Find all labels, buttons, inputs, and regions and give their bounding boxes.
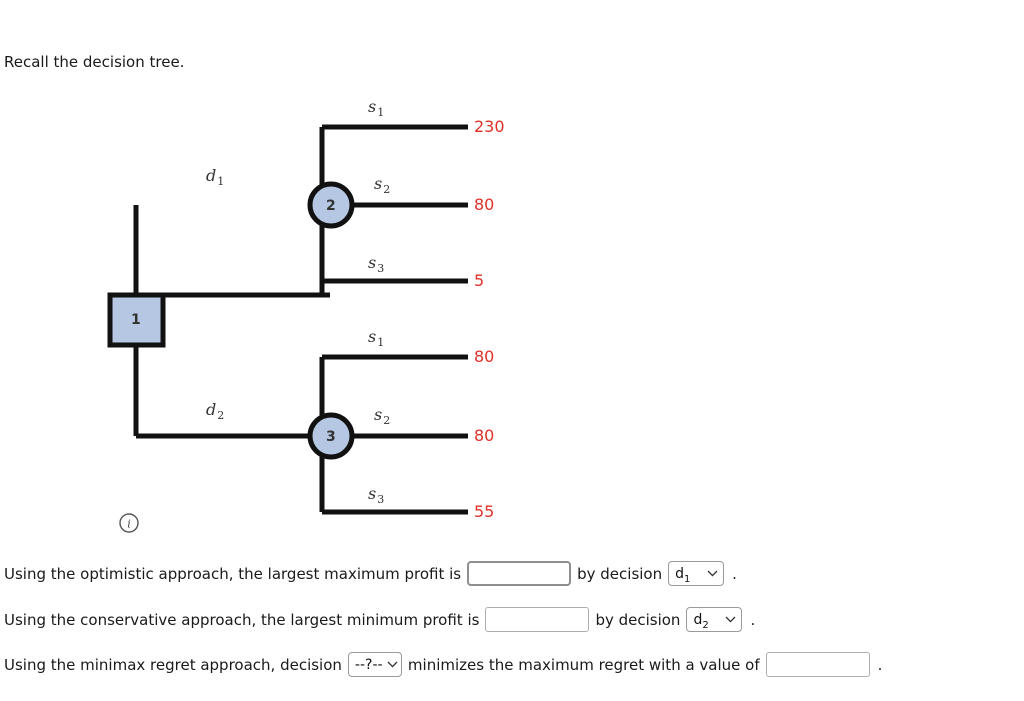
optimistic-decision-select-value: d1	[675, 565, 691, 585]
branch-label-s2-upper-sub: 2	[383, 183, 391, 196]
question-3-tail: .	[877, 655, 883, 674]
payoff-d1-s3: 5	[474, 271, 485, 290]
conservative-decision-select-value: d2	[693, 611, 709, 631]
question-row-conservative: Using the conservative approach, the lar…	[4, 607, 755, 632]
edge-d1	[133, 205, 310, 298]
branch-label-s2-lower-base: s	[374, 405, 383, 424]
branch-label-s2-lower: s2	[374, 405, 391, 427]
branch-label-s1-lower-base: s	[368, 327, 377, 346]
conservative-profit-input[interactable]	[485, 607, 590, 632]
info-icon-glyph: i	[127, 518, 131, 531]
page-intro-text: Recall the decision tree.	[4, 53, 185, 71]
branch-label-s2-upper-base: s	[374, 174, 383, 193]
chevron-down-icon	[725, 616, 736, 623]
question-2-mid: by decision	[595, 610, 681, 629]
question-row-minimax-regret: Using the minimax regret approach, decis…	[4, 652, 882, 677]
payoff-d2-s2: 80	[474, 426, 495, 445]
payoff-d1-s1: 230	[474, 117, 505, 136]
decision-tree-figure: 1 2 3 d1 d2 s1 s2 s3 s1 s2 s3 230 80 5 8…	[0, 85, 540, 540]
branch-label-s3-upper-base: s	[368, 253, 377, 272]
minimax-regret-value-input[interactable]	[765, 652, 870, 677]
branch-label-s1-upper-sub: 1	[377, 106, 385, 119]
branch-label-d1-sub: 1	[217, 175, 225, 188]
question-2-tail: .	[750, 610, 756, 629]
question-1-mid: by decision	[577, 564, 663, 583]
branch-label-s3-lower-sub: 3	[377, 493, 385, 506]
branch-label-s3-lower: s3	[368, 484, 385, 506]
payoff-d1-s2: 80	[474, 195, 495, 214]
question-2-lead: Using the conservative approach, the lar…	[4, 610, 480, 629]
branch-label-s3-upper-sub: 3	[377, 262, 385, 275]
branch-label-s2-upper: s2	[374, 174, 391, 196]
branch-label-s3-upper: s3	[368, 253, 385, 275]
tree-node-2-circle	[307, 181, 355, 229]
branch-label-s3-lower-base: s	[368, 484, 377, 503]
chevron-down-icon	[387, 661, 398, 668]
branch-label-s1-upper: s1	[368, 97, 385, 119]
optimistic-profit-input[interactable]	[467, 561, 572, 586]
decision-tree-svg	[107, 124, 468, 515]
payoff-d2-s1: 80	[474, 347, 495, 366]
branch-label-d2: d2	[206, 400, 225, 422]
question-1-lead: Using the optimistic approach, the large…	[4, 564, 462, 583]
branch-label-s1-lower: s1	[368, 327, 385, 349]
question-1-tail: .	[732, 564, 737, 583]
tree-node-3-label: 3	[326, 429, 336, 445]
branch-label-s1-lower-sub: 1	[377, 336, 385, 349]
branch-label-d2-base: d	[206, 400, 217, 419]
branch-label-d1: d1	[206, 166, 225, 188]
branch-label-s1-upper-base: s	[368, 97, 377, 116]
minimax-decision-select-value: --?--	[354, 656, 383, 673]
optimistic-decision-select[interactable]: d1	[668, 561, 725, 586]
tree-node-2-label: 2	[326, 198, 336, 214]
conservative-decision-select[interactable]: d2	[686, 607, 743, 632]
question-3-lead: Using the minimax regret approach, decis…	[4, 655, 342, 674]
branch-label-d1-base: d	[206, 166, 217, 185]
question-row-optimistic: Using the optimistic approach, the large…	[4, 561, 737, 586]
payoff-d2-s3: 55	[474, 502, 495, 521]
branch-label-s2-lower-sub: 2	[383, 414, 391, 427]
chevron-down-icon	[707, 570, 718, 577]
tree-node-3-circle	[307, 412, 355, 460]
minimax-decision-select[interactable]: --?--	[347, 652, 402, 677]
question-3-mid: minimizes the maximum regret with a valu…	[407, 655, 760, 674]
info-icon[interactable]: i	[118, 512, 140, 534]
branch-label-d2-sub: 2	[217, 409, 225, 422]
tree-node-1-square	[107, 292, 166, 348]
tree-node-1-label: 1	[131, 312, 141, 328]
